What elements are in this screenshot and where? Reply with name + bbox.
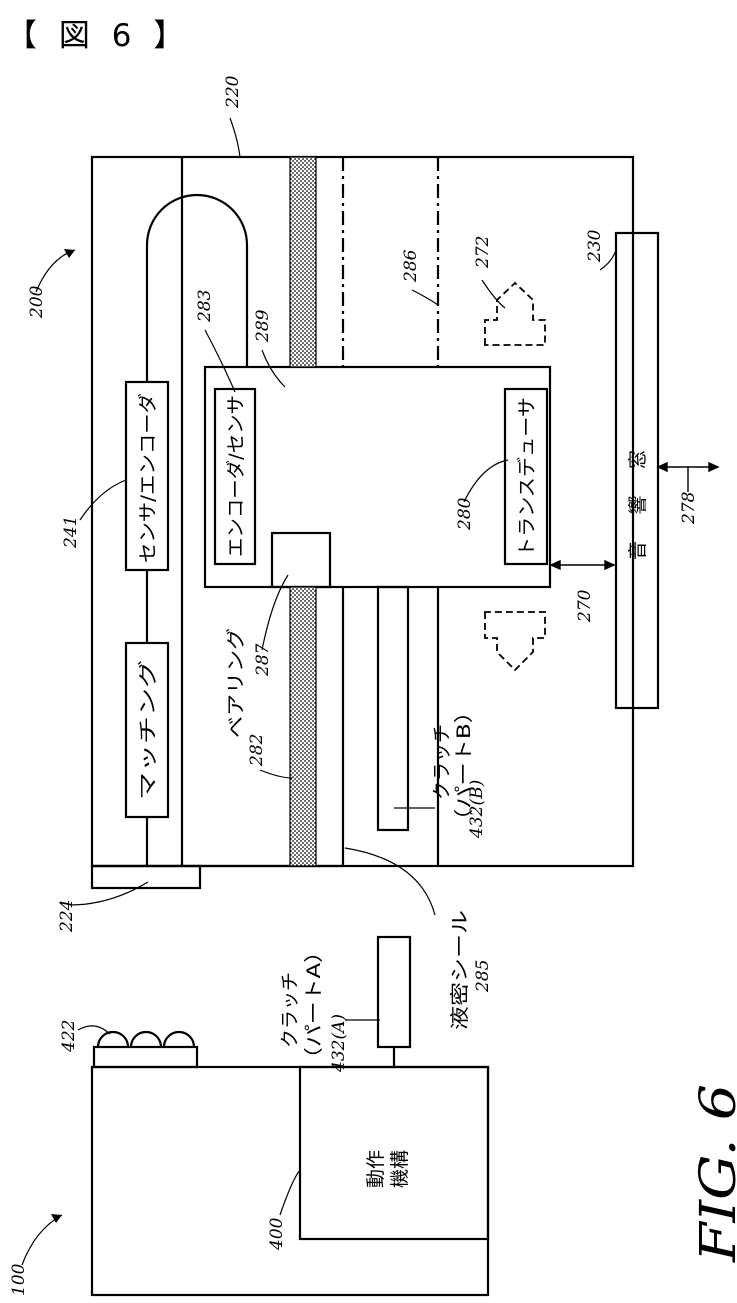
signal-cable bbox=[147, 195, 247, 382]
ref-280: 280 bbox=[455, 497, 475, 531]
bearing-box-287 bbox=[272, 533, 330, 587]
leader-400 bbox=[280, 1170, 300, 1215]
ref-289: 289 bbox=[253, 309, 273, 343]
window-278-arrow-l bbox=[658, 463, 667, 471]
ref-220: 220 bbox=[223, 75, 243, 109]
label-liquid-seal: 液密シール bbox=[449, 910, 471, 1030]
motion-arrow-down bbox=[485, 612, 545, 670]
label-mechanism-2: 機構 bbox=[389, 1150, 411, 1188]
ref-282: 282 bbox=[247, 734, 267, 767]
leader-286 bbox=[412, 290, 438, 305]
gap-270-arrow-r bbox=[605, 561, 614, 569]
ref-272: 272 bbox=[473, 236, 493, 269]
leader-283 bbox=[205, 330, 235, 392]
acoustic-window bbox=[616, 233, 658, 708]
bearing-strip-upper bbox=[290, 157, 316, 367]
leader-285 bbox=[345, 848, 435, 915]
ref-200: 200 bbox=[27, 285, 47, 319]
gap-270-arrow-l bbox=[551, 561, 560, 569]
label-acoustic-window: 音 響 窓 bbox=[627, 450, 649, 560]
ref-287: 287 bbox=[253, 643, 273, 677]
ref-100: 100 bbox=[9, 1263, 29, 1296]
ref-270: 270 bbox=[575, 589, 595, 623]
control-buttons-422 bbox=[98, 1032, 194, 1047]
control-buttons-base bbox=[94, 1047, 197, 1067]
leader-224 bbox=[70, 882, 148, 905]
label-mechanism-1: 動作 bbox=[365, 1150, 387, 1188]
figure-label: FIG. 6 bbox=[689, 1084, 737, 1263]
clutch-part-b bbox=[378, 587, 408, 830]
ref-230: 230 bbox=[585, 229, 605, 263]
label-clutch-b-1: クラッチ bbox=[431, 724, 453, 800]
label-matching: マッチング bbox=[137, 660, 159, 800]
clutch-part-a bbox=[378, 937, 410, 1047]
ref-432a: 432(A) bbox=[329, 1014, 349, 1073]
leader-289 bbox=[262, 350, 285, 387]
ref-278: 278 bbox=[679, 491, 699, 525]
connector-224 bbox=[92, 866, 200, 888]
ref-422: 422 bbox=[59, 1020, 79, 1053]
actuator-body bbox=[92, 1067, 488, 1295]
ref-283: 283 bbox=[195, 290, 215, 323]
ref-286: 286 bbox=[401, 249, 421, 283]
label-bearing: ベアリング bbox=[225, 628, 247, 738]
transducer-block bbox=[205, 367, 550, 587]
bearing-strip-lower bbox=[290, 587, 316, 866]
leader-280 bbox=[464, 460, 508, 502]
ref-224: 224 bbox=[57, 900, 77, 933]
ref-241: 241 bbox=[61, 516, 81, 549]
ref-285: 285 bbox=[473, 960, 493, 993]
motion-arrow-up bbox=[485, 283, 545, 345]
window-278-arrow-r bbox=[709, 463, 718, 471]
label-encoder-sensor: エンコーダ/センサ bbox=[225, 395, 247, 557]
label-clutch-a-2: （パートA） bbox=[303, 940, 325, 1070]
leader-241 bbox=[80, 480, 126, 520]
label-transducer: トランスデューサ bbox=[516, 397, 538, 557]
probe-housing bbox=[92, 157, 633, 866]
leader-422 bbox=[78, 1026, 110, 1034]
leader-220 bbox=[230, 118, 240, 157]
label-sensor-encoder: センサ/エンコーダ bbox=[137, 393, 159, 563]
ref-400: 400 bbox=[267, 1217, 287, 1251]
label-clutch-a-1: クラッチ bbox=[279, 972, 301, 1048]
leader-282 bbox=[260, 770, 292, 778]
label-clutch-b-2: （パートB） bbox=[453, 700, 475, 832]
